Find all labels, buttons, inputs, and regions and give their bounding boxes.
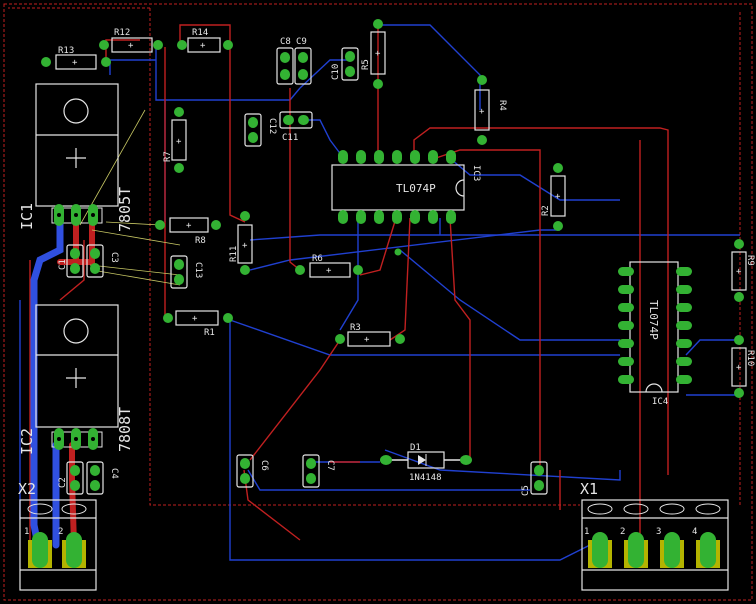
capacitor-c6[interactable]: C6 bbox=[236, 454, 269, 488]
r14-label: R14 bbox=[192, 28, 208, 38]
svg-text:+: + bbox=[555, 192, 561, 202]
ic2-regulator[interactable]: IC2 7808T bbox=[18, 304, 134, 455]
capacitor-c11[interactable]: C11 bbox=[279, 111, 313, 143]
resistor-r4[interactable]: + R4 bbox=[474, 75, 507, 145]
r9-label: R9 bbox=[745, 255, 755, 266]
resistor-r5[interactable]: + R5 bbox=[361, 19, 386, 89]
x1-pin-2: 2 bbox=[620, 527, 625, 537]
svg-text:+: + bbox=[242, 241, 248, 251]
resistor-r2[interactable]: + R2 bbox=[541, 163, 566, 231]
ic1-label: IC1 bbox=[18, 203, 36, 230]
power-traces bbox=[30, 218, 95, 549]
resistor-r6[interactable]: + R6 bbox=[295, 254, 363, 278]
resistor-r8[interactable]: + R8 bbox=[155, 217, 221, 246]
x1-pin-1: 1 bbox=[584, 527, 589, 537]
d1-value: 1N4148 bbox=[409, 473, 442, 483]
x1-label: X1 bbox=[580, 480, 598, 498]
c6-label: C6 bbox=[259, 460, 269, 471]
capacitor-c4[interactable]: C4 bbox=[86, 461, 119, 495]
capacitor-c10[interactable]: C10 bbox=[331, 47, 359, 81]
c7-label: C7 bbox=[325, 460, 335, 471]
x1-pin-4: 4 bbox=[692, 527, 697, 537]
resistor-r1[interactable]: + R1 bbox=[163, 310, 233, 338]
diode-d1[interactable]: D1 1N4148 bbox=[380, 443, 472, 483]
c9-label: C9 bbox=[296, 37, 307, 47]
c11-label: C11 bbox=[282, 133, 298, 143]
resistor-r13[interactable]: + R13 bbox=[41, 46, 111, 70]
capacitor-c13[interactable]: C13 bbox=[170, 255, 203, 289]
ic2-label: IC2 bbox=[18, 428, 36, 455]
x2-pin-2: 2 bbox=[58, 527, 63, 537]
resistor-r7[interactable]: + R7 bbox=[163, 107, 187, 173]
c4-label: C4 bbox=[109, 468, 119, 479]
ic1-value: 7805T bbox=[116, 187, 134, 232]
svg-text:+: + bbox=[364, 335, 370, 345]
svg-text:+: + bbox=[326, 266, 332, 276]
svg-text:+: + bbox=[375, 49, 381, 59]
ic3-value: TL074P bbox=[396, 182, 436, 195]
connector-x2[interactable]: X2 1 2 bbox=[18, 480, 97, 591]
vias bbox=[394, 248, 402, 256]
ic4-value: TL074P bbox=[647, 300, 660, 340]
x2-label: X2 bbox=[18, 480, 36, 498]
resistor-r9[interactable]: + R9 bbox=[731, 239, 755, 302]
r4-label: R4 bbox=[497, 100, 507, 111]
svg-text:+: + bbox=[479, 107, 485, 117]
r5-label: R5 bbox=[361, 59, 371, 70]
resistor-r3[interactable]: + R3 bbox=[335, 323, 405, 347]
capacitor-c9[interactable]: C9 bbox=[294, 37, 312, 85]
svg-text:+: + bbox=[736, 267, 742, 277]
c13-label: C13 bbox=[193, 262, 203, 278]
capacitor-c1[interactable]: C1 bbox=[58, 244, 84, 278]
resistor-r11[interactable]: + R11 bbox=[229, 211, 253, 275]
r12-label: R12 bbox=[114, 28, 130, 38]
r2-label: R2 bbox=[541, 205, 551, 216]
capacitor-c3[interactable]: C3 bbox=[86, 244, 119, 278]
svg-text:+: + bbox=[128, 41, 134, 51]
resistor-r10[interactable]: + R10 bbox=[731, 335, 755, 398]
ic3-opamp[interactable]: TL074P IC3 bbox=[331, 150, 481, 224]
board-outline bbox=[3, 3, 753, 601]
d1-label: D1 bbox=[410, 443, 421, 453]
r10-label: R10 bbox=[745, 350, 755, 366]
c5-label: C5 bbox=[521, 485, 531, 496]
resistor-r14[interactable]: + R14 bbox=[177, 28, 233, 53]
r6-label: R6 bbox=[312, 254, 323, 264]
ic2-value: 7808T bbox=[116, 407, 134, 452]
capacitor-c7[interactable]: C7 bbox=[302, 454, 335, 488]
svg-text:+: + bbox=[72, 58, 78, 68]
c8-label: C8 bbox=[280, 37, 291, 47]
svg-text:+: + bbox=[736, 363, 742, 373]
c3-label: C3 bbox=[109, 252, 119, 263]
connector-x1[interactable]: X1 1 2 3 4 bbox=[580, 480, 729, 591]
ic1-regulator[interactable]: IC1 7805T bbox=[18, 83, 134, 232]
svg-text:+: + bbox=[192, 314, 198, 324]
svg-text:+: + bbox=[186, 221, 192, 231]
x1-pin-3: 3 bbox=[656, 527, 661, 537]
svg-text:+: + bbox=[176, 137, 182, 147]
ic4-opamp[interactable]: TL074P IC4 bbox=[618, 261, 692, 407]
r11-label: R11 bbox=[229, 246, 239, 262]
ic3-label: IC3 bbox=[471, 165, 481, 181]
r1-label: R1 bbox=[204, 328, 215, 338]
capacitor-c2[interactable]: C2 bbox=[58, 461, 84, 495]
resistor-r12[interactable]: + R12 bbox=[99, 28, 163, 53]
capacitor-c8[interactable]: C8 bbox=[276, 37, 294, 85]
r13-label: R13 bbox=[58, 46, 74, 56]
r7-label: R7 bbox=[163, 151, 173, 162]
c1-label: C1 bbox=[58, 259, 68, 270]
svg-text:+: + bbox=[200, 41, 206, 51]
r3-label: R3 bbox=[350, 323, 361, 333]
c2-label: C2 bbox=[58, 477, 68, 488]
ic4-label: IC4 bbox=[652, 397, 668, 407]
r8-label: R8 bbox=[195, 236, 206, 246]
x2-pin-1: 1 bbox=[24, 527, 29, 537]
capacitor-c5[interactable]: C5 bbox=[521, 461, 548, 496]
capacitor-c12[interactable]: C12 bbox=[244, 113, 277, 147]
c12-label: C12 bbox=[267, 118, 277, 134]
c10-label: C10 bbox=[331, 64, 341, 80]
